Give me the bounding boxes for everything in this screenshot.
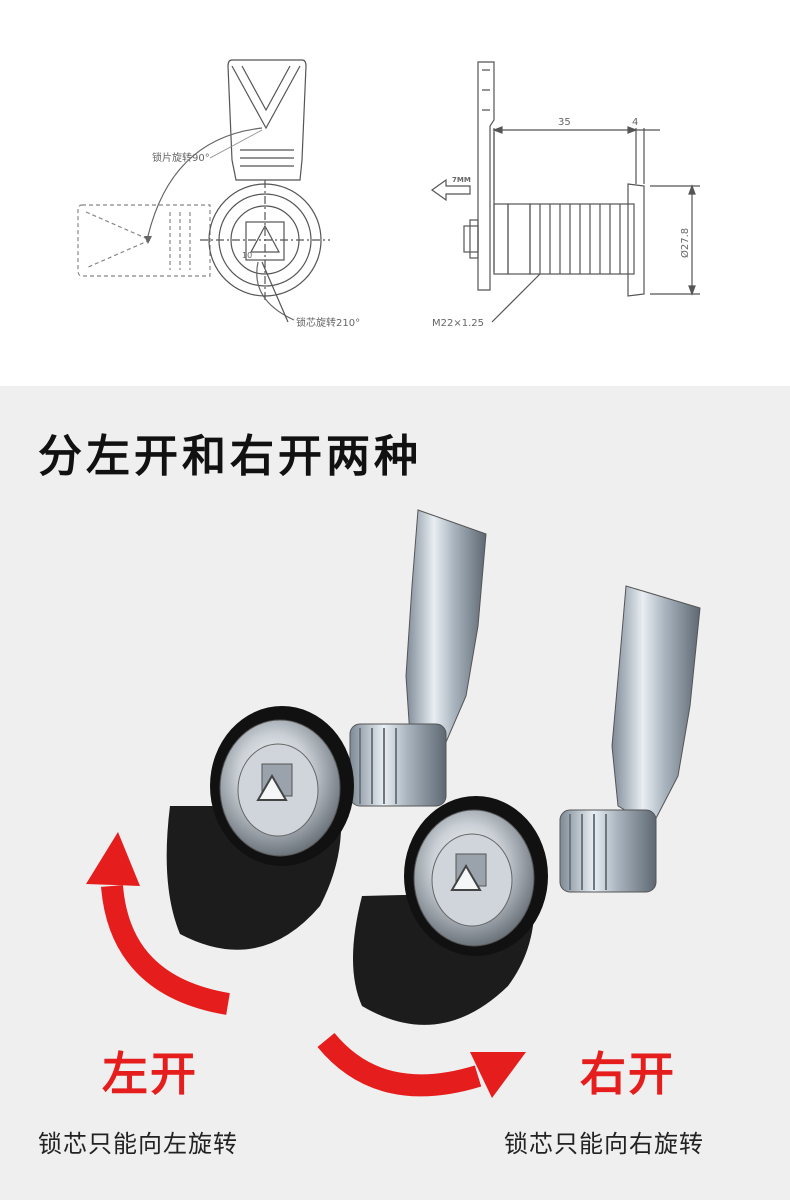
arrow-tag: 7MM <box>452 176 471 184</box>
lever-rotation-label: 锁片旋转90° <box>152 151 210 164</box>
thread-label: M22×1.25 <box>432 318 484 329</box>
section-title: 分左开和右开两种 <box>38 431 422 482</box>
technical-drawing: 锁片旋转90° 锁芯旋转210° 35 4 M22×1.25 7MM 10 Ø2… <box>77 59 700 329</box>
left-lock-image <box>166 509 487 950</box>
right-lock-image <box>353 585 701 1025</box>
right-open-description: 锁芯只能向右旋转 <box>504 1130 704 1158</box>
right-open-label: 右开 <box>580 1047 676 1101</box>
technical-drawing-panel: 锁片旋转90° 锁芯旋转210° 35 4 M22×1.25 7MM 10 Ø2… <box>0 0 790 386</box>
core-rotation-label: 锁芯旋转210° <box>296 316 360 329</box>
right-rotation-arrow-icon <box>317 1032 526 1098</box>
left-open-description: 锁芯只能向左旋转 <box>38 1130 238 1158</box>
left-open-label: 左开 <box>102 1047 198 1101</box>
left-rotation-arrow-icon <box>86 832 230 1015</box>
product-photo <box>86 509 701 1098</box>
dim-diameter: Ø27.8 <box>679 228 691 258</box>
small-dim: 10 <box>242 251 252 260</box>
dim-flange: 4 <box>632 117 638 128</box>
dim-length: 35 <box>558 117 571 128</box>
front-view-lever-up <box>227 59 307 181</box>
front-view-lever-rotated <box>77 204 211 277</box>
side-view <box>261 61 700 323</box>
